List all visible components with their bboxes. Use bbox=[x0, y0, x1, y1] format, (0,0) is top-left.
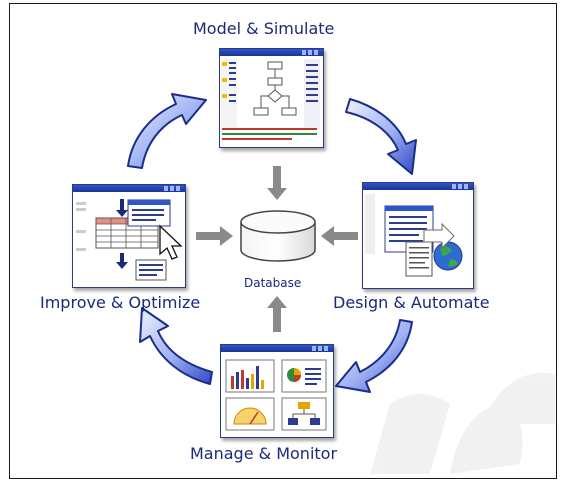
right-window-content bbox=[365, 194, 463, 277]
right-window-document-globe bbox=[362, 182, 474, 289]
bottom-window-dashboard bbox=[220, 344, 334, 438]
cycle-arrow-bottom-left bbox=[139, 307, 213, 385]
label-database: Database bbox=[244, 276, 302, 290]
gray-arrows bbox=[196, 166, 358, 332]
top-window-process-flowchart bbox=[219, 48, 324, 148]
gray-arrow-from-right bbox=[321, 226, 358, 246]
label-model-simulate: Model & Simulate bbox=[193, 19, 335, 38]
gray-arrow-from-bottom bbox=[267, 296, 287, 332]
left-window-content bbox=[76, 199, 183, 281]
gray-arrow-from-top bbox=[267, 166, 287, 200]
label-design-automate: Design & Automate bbox=[333, 293, 490, 312]
window-title-bar bbox=[363, 183, 473, 190]
cycle-arrow-bottom-right bbox=[335, 319, 413, 393]
gray-arrow-from-left bbox=[196, 226, 233, 246]
bottom-window-content bbox=[225, 359, 327, 431]
left-window-table-cursor bbox=[72, 184, 186, 288]
window-title-bar bbox=[221, 345, 333, 352]
database-cylinder-icon bbox=[240, 210, 316, 262]
watermark bbox=[370, 372, 555, 474]
diagram-canvas bbox=[76, 59, 555, 474]
cycle-arrow-top-left bbox=[127, 93, 207, 169]
top-window-content bbox=[221, 59, 320, 140]
label-manage-monitor: Manage & Monitor bbox=[190, 444, 338, 463]
label-improve-optimize: Improve & Optimize bbox=[40, 293, 201, 312]
window-title-bar bbox=[73, 185, 185, 192]
diagram-frame: Model & Simulate Design & Automate Manag… bbox=[9, 3, 557, 479]
cycle-arrow-top-right bbox=[345, 98, 417, 175]
window-title-bar bbox=[220, 49, 323, 56]
